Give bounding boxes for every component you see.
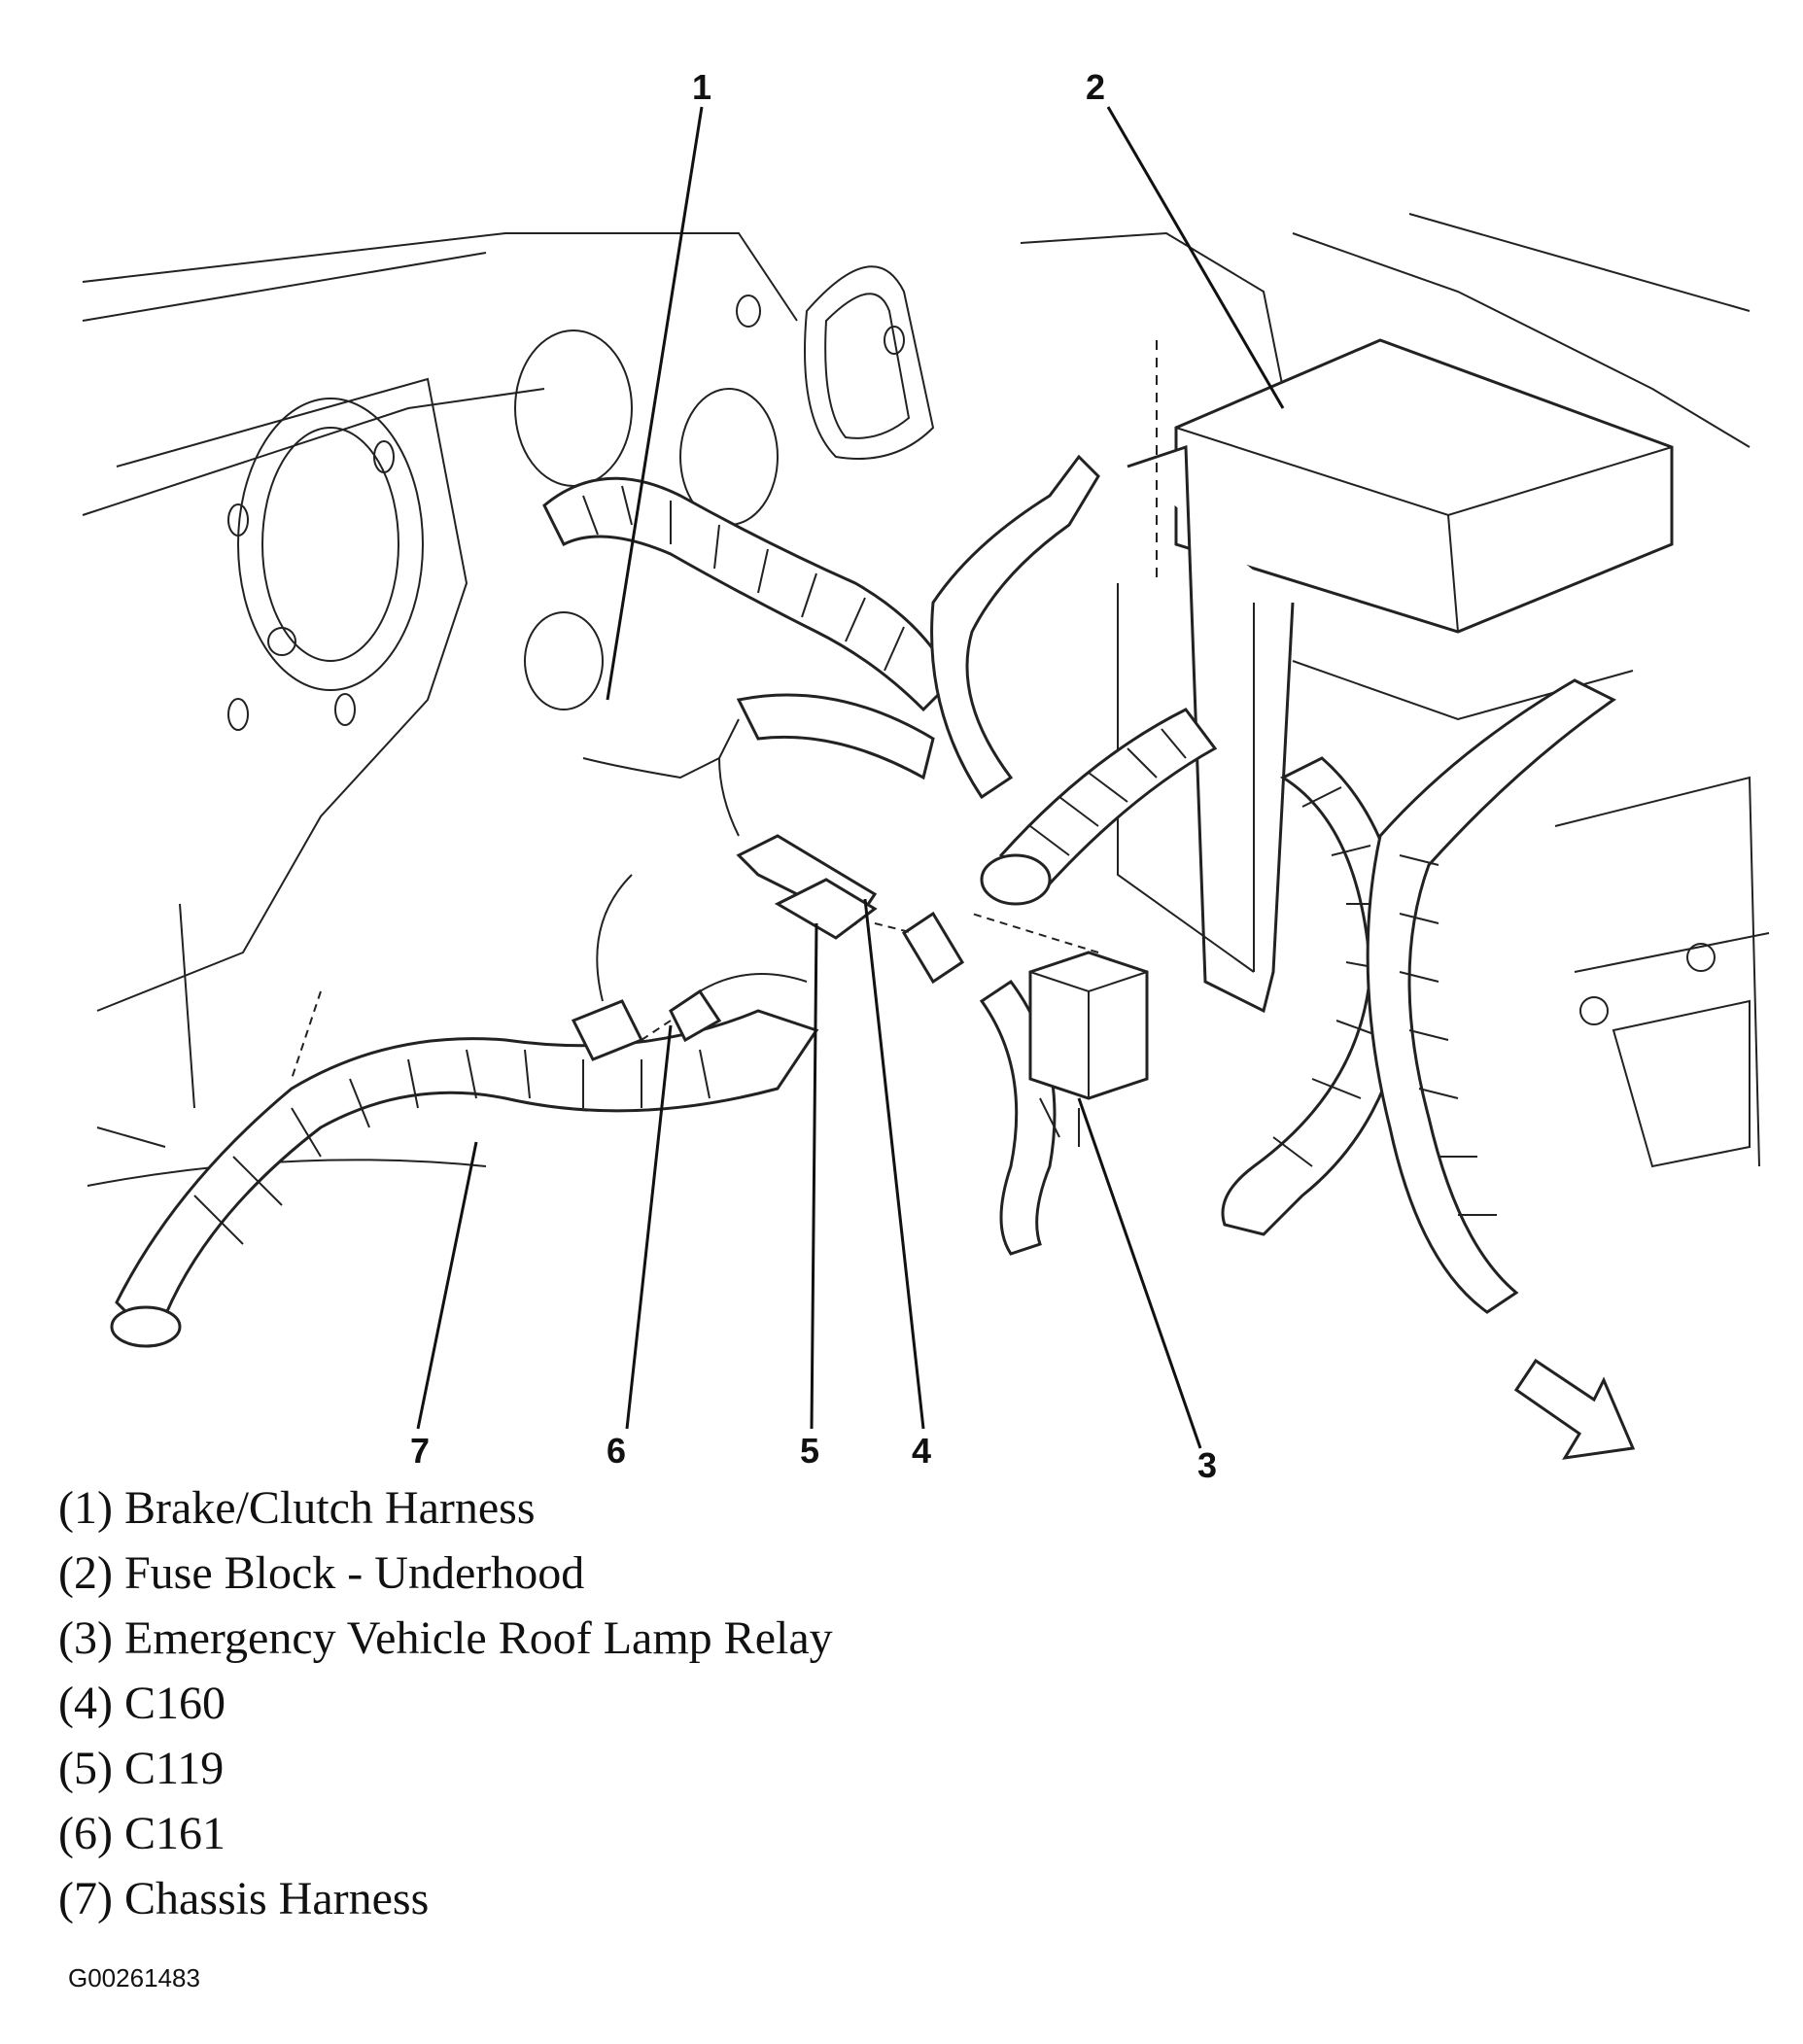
callouts: 1 2 3 4 5 6 7 xyxy=(410,67,1217,1485)
legend: (1) Brake/Clutch Harness (2) Fuse Block … xyxy=(58,1475,1225,1931)
fuse-block xyxy=(1117,338,1674,1014)
legend-item: (6) C161 xyxy=(58,1808,225,1859)
callout-4: 4 xyxy=(912,1431,931,1471)
leader-lines xyxy=(416,106,1285,1449)
callout-7: 7 xyxy=(410,1431,430,1471)
wiring-diagram: 1 2 3 4 5 6 7 xyxy=(82,67,1770,1485)
legend-item: (5) C119 xyxy=(58,1743,225,1794)
relay xyxy=(1028,951,1149,1147)
callout-5: 5 xyxy=(800,1431,819,1471)
direction-arrow-icon xyxy=(1513,1358,1636,1460)
callout-3: 3 xyxy=(1197,1445,1217,1485)
legend-item: (3) Emergency Vehicle Roof Lamp Relay xyxy=(58,1612,833,1664)
body-panels xyxy=(82,213,1770,1187)
callout-2: 2 xyxy=(1086,67,1105,107)
callout-6: 6 xyxy=(607,1431,626,1471)
legend-item: (7) Chassis Harness xyxy=(58,1873,430,1924)
legend-item: (2) Fuse Block - Underhood xyxy=(58,1547,585,1599)
legend-item: (1) Brake/Clutch Harness xyxy=(58,1482,536,1534)
legend-item: (4) C160 xyxy=(58,1678,225,1729)
figure-id: G00261483 xyxy=(68,1963,200,1992)
chassis-harness xyxy=(110,1009,819,1348)
connectors xyxy=(291,340,1158,1080)
brake-clutch-harness xyxy=(542,476,954,780)
callout-1: 1 xyxy=(692,67,711,107)
